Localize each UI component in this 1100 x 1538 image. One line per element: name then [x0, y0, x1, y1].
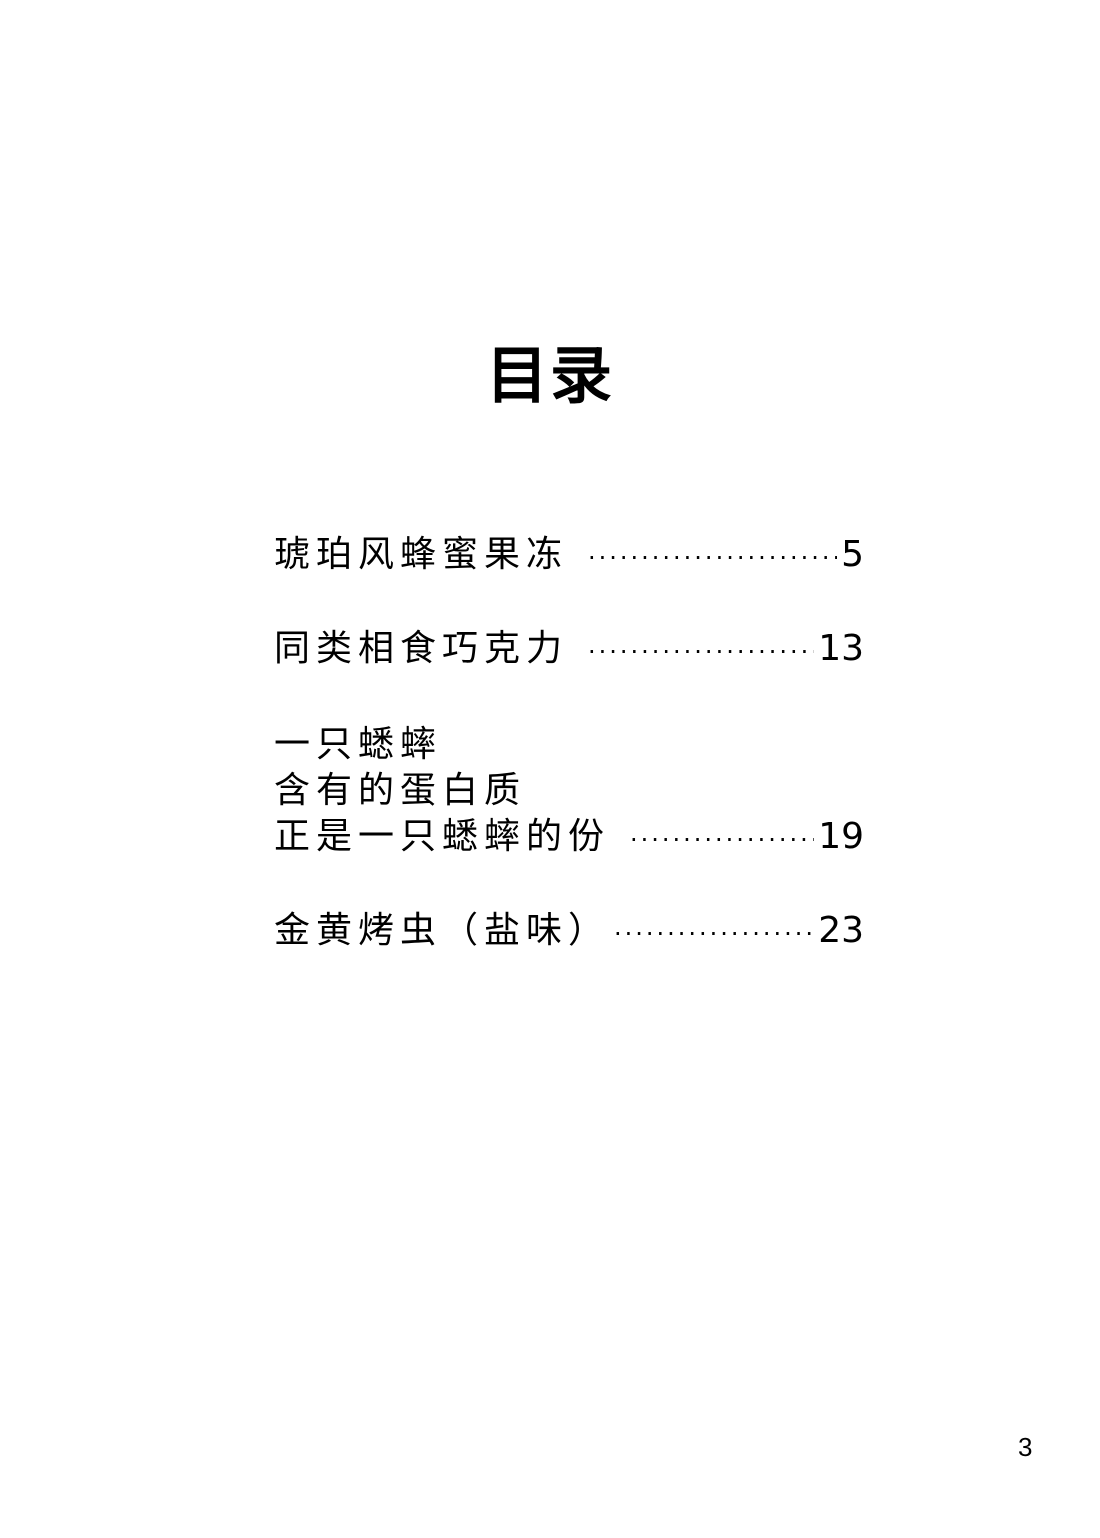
dot-leader — [630, 817, 814, 863]
toc-entry-title: 同类相食巧克力 — [274, 628, 569, 669]
dot-leader — [614, 911, 814, 957]
toc-entry-title-line: 一只蟋蟀 — [274, 724, 443, 765]
toc-entry-page: 13 — [818, 628, 864, 669]
toc-entry-page: 23 — [818, 910, 864, 951]
toc-title: 目录 — [485, 339, 614, 412]
page-number: 3 — [1018, 1432, 1033, 1462]
toc-entry-page: 5 — [841, 534, 864, 575]
toc-entry[interactable]: 一只蟋蟀 含有的蛋白质 正是一只蟋蟀的份 19 — [274, 722, 864, 863]
toc-entry-page: 19 — [818, 816, 864, 857]
toc-entry-title: 金黄烤虫（盐味） — [274, 910, 611, 951]
toc-entry[interactable]: 金黄烤虫（盐味） 23 — [274, 908, 864, 957]
toc-entry-title: 琥珀风蜂蜜果冻 — [274, 534, 569, 575]
toc-entry-title-line: 含有的蛋白质 — [274, 770, 527, 811]
dot-leader — [588, 535, 837, 581]
toc-entry[interactable]: 琥珀风蜂蜜果冻 5 — [274, 532, 864, 581]
toc-entry-title-line: 正是一只蟋蟀的份 — [274, 816, 611, 857]
dot-leader — [588, 629, 814, 675]
toc-entry[interactable]: 同类相食巧克力 13 — [274, 626, 864, 675]
